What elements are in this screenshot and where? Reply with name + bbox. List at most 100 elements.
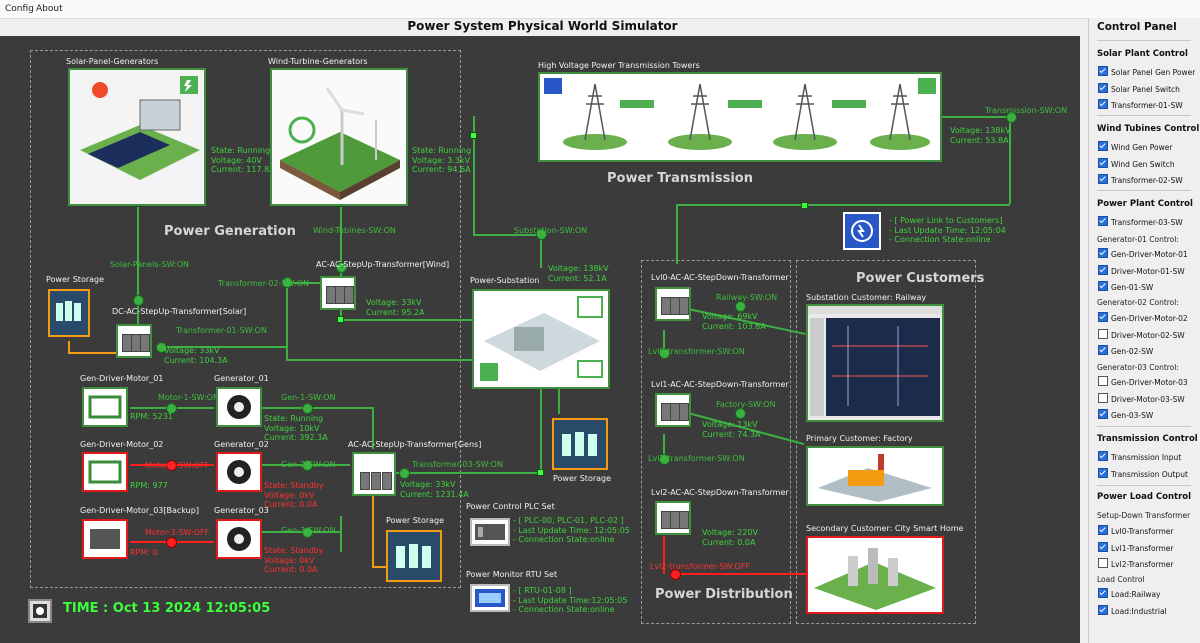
control-checkbox[interactable]: Transformer-01-SW bbox=[1098, 99, 1183, 110]
checkbox-box[interactable] bbox=[1098, 66, 1108, 76]
control-checkbox[interactable]: Solar Panel Gen Power bbox=[1098, 66, 1195, 77]
wind-turbine-icon bbox=[280, 87, 400, 200]
checkbox-box[interactable] bbox=[1098, 588, 1108, 598]
transmission-towers-image[interactable] bbox=[538, 72, 942, 162]
control-checkbox[interactable]: Gen-Driver-Motor-03 bbox=[1098, 376, 1188, 387]
customer-home-image[interactable] bbox=[806, 536, 944, 614]
transformer-gens[interactable] bbox=[352, 452, 396, 496]
transformer-wind[interactable] bbox=[320, 276, 356, 310]
rtu-device[interactable] bbox=[470, 584, 510, 612]
stepdown-transformer-0[interactable] bbox=[655, 287, 691, 321]
gen-driver-motor-2[interactable] bbox=[82, 452, 128, 492]
checkbox-box[interactable] bbox=[1098, 99, 1108, 109]
switch-node-off[interactable] bbox=[670, 569, 681, 580]
power-storage-2[interactable] bbox=[552, 418, 608, 470]
control-checkbox[interactable]: Driver-Motor-02-SW bbox=[1098, 328, 1185, 340]
checkbox-box[interactable] bbox=[1098, 376, 1108, 386]
control-checkbox[interactable]: Transmission Input bbox=[1098, 451, 1181, 462]
generator-1-title: Generator_01 bbox=[214, 374, 269, 383]
control-checkbox[interactable]: Lvl2-Transformer bbox=[1098, 558, 1174, 569]
checkbox-box[interactable] bbox=[1098, 541, 1108, 552]
gen-driver-motor-3[interactable] bbox=[82, 519, 128, 559]
power-storage-1[interactable] bbox=[48, 289, 90, 337]
switch-node[interactable] bbox=[166, 403, 177, 414]
plc-icon bbox=[475, 524, 505, 540]
power-storage-3[interactable] bbox=[386, 530, 442, 582]
checkbox-box[interactable] bbox=[1098, 345, 1108, 355]
stepdown-2-status: Voltage: 220V Current: 0.0A bbox=[702, 528, 758, 547]
gen-driver-motor-1[interactable] bbox=[82, 387, 128, 427]
customer-factory-image[interactable] bbox=[806, 446, 944, 506]
switch-node[interactable] bbox=[302, 403, 313, 414]
checkbox-box[interactable] bbox=[1098, 141, 1108, 151]
control-checkbox[interactable]: Load:Industrial bbox=[1098, 604, 1167, 616]
checkbox-box[interactable] bbox=[1098, 174, 1108, 184]
control-checkbox[interactable]: Gen-01-SW bbox=[1098, 281, 1153, 292]
switch-node-off[interactable] bbox=[166, 460, 177, 471]
checkbox-box[interactable] bbox=[1098, 525, 1108, 535]
control-checkbox[interactable]: Gen-02-SW bbox=[1098, 345, 1153, 356]
checkbox-box[interactable] bbox=[1098, 312, 1108, 322]
checkbox-box[interactable] bbox=[1098, 409, 1108, 419]
control-checkbox[interactable]: Lvl1-Transformer bbox=[1098, 541, 1174, 553]
switch-node[interactable] bbox=[536, 229, 547, 240]
control-checkbox[interactable]: Gen-Driver-Motor-02 bbox=[1098, 312, 1188, 323]
switch-node[interactable] bbox=[133, 295, 144, 306]
control-checkbox[interactable]: Driver-Motor-03-SW bbox=[1098, 392, 1185, 404]
switch-node[interactable] bbox=[336, 262, 347, 273]
switch-node[interactable] bbox=[659, 454, 670, 465]
tower-icon bbox=[544, 78, 936, 150]
switch-node[interactable] bbox=[659, 348, 670, 359]
control-checkbox[interactable]: Wind Gen Power bbox=[1098, 141, 1172, 152]
switch-node[interactable] bbox=[399, 468, 410, 479]
control-checkbox[interactable]: Gen-Driver-Motor-01 bbox=[1098, 248, 1188, 259]
stepdown-transformer-1[interactable] bbox=[655, 393, 691, 427]
checkbox-box[interactable] bbox=[1098, 392, 1108, 403]
generator-2[interactable] bbox=[216, 452, 262, 492]
control-checkbox[interactable]: Gen-03-SW bbox=[1098, 409, 1153, 420]
checkbox-box[interactable] bbox=[1098, 264, 1108, 275]
checkbox-box[interactable] bbox=[1098, 248, 1108, 258]
switch-node[interactable] bbox=[302, 460, 313, 471]
customer-railway-image[interactable] bbox=[806, 304, 944, 422]
checkbox-box[interactable] bbox=[1098, 157, 1108, 168]
transformer-solar[interactable] bbox=[116, 324, 152, 358]
wire bbox=[663, 330, 665, 358]
control-checkbox[interactable]: Solar Panel Switch bbox=[1098, 82, 1180, 94]
checkbox-box[interactable] bbox=[1098, 216, 1108, 226]
switch-node[interactable] bbox=[156, 342, 167, 353]
checkbox-box[interactable] bbox=[1098, 604, 1108, 615]
menu-about[interactable]: About bbox=[36, 4, 63, 14]
switch-node[interactable] bbox=[1006, 112, 1017, 123]
stepdown-transformer-2[interactable] bbox=[655, 501, 691, 535]
control-checkbox[interactable]: Transformer-02-SW bbox=[1098, 174, 1183, 185]
control-checkbox[interactable]: Lvl0-Transformer bbox=[1098, 525, 1174, 536]
menu-config[interactable]: Config bbox=[5, 4, 34, 14]
switch-node[interactable] bbox=[282, 277, 293, 288]
switch-node[interactable] bbox=[302, 527, 313, 538]
motor-1-title: Gen-Driver-Motor_01 bbox=[80, 374, 164, 383]
wire bbox=[159, 346, 288, 348]
plc-device[interactable] bbox=[470, 518, 510, 546]
control-checkbox[interactable]: Wind Gen Switch bbox=[1098, 157, 1175, 169]
switch-node-off[interactable] bbox=[166, 537, 177, 548]
solar-generator-image[interactable] bbox=[68, 68, 206, 206]
control-checkbox[interactable]: Driver-Motor-01-SW bbox=[1098, 264, 1185, 276]
control-checkbox[interactable]: Load:Railway bbox=[1098, 588, 1161, 599]
checkbox-box[interactable] bbox=[1098, 82, 1108, 93]
control-checkbox[interactable]: Transformer-03-SW bbox=[1098, 216, 1183, 227]
checkbox-box[interactable] bbox=[1098, 467, 1108, 478]
plant-control-head: Power Plant Control bbox=[1097, 199, 1193, 209]
power-link[interactable] bbox=[843, 212, 881, 250]
checkbox-box[interactable] bbox=[1098, 281, 1108, 291]
switch-node[interactable] bbox=[735, 301, 746, 312]
control-checkbox[interactable]: Transmission Output bbox=[1098, 467, 1188, 479]
generator-3[interactable] bbox=[216, 519, 262, 559]
checkbox-box[interactable] bbox=[1098, 328, 1108, 339]
switch-node[interactable] bbox=[735, 408, 746, 419]
checkbox-box[interactable] bbox=[1098, 451, 1108, 461]
wind-generator-image[interactable] bbox=[270, 68, 408, 206]
checkbox-box[interactable] bbox=[1098, 558, 1108, 568]
generator-1[interactable] bbox=[216, 387, 262, 427]
substation-image[interactable] bbox=[472, 289, 610, 389]
